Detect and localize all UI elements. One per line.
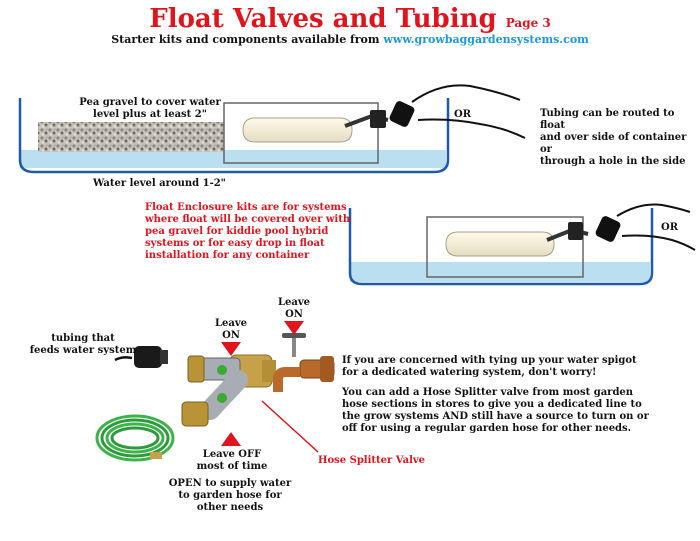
arrow-down-icon [284,321,304,335]
gravel-label: Pea gravel to cover water level plus at … [60,97,240,121]
gravel-label-line: Pea gravel to cover water [79,97,221,108]
paragraph-line: off for using a regular garden hose for … [342,423,632,434]
hose-splitter-icon [181,354,276,427]
tubing-icon [621,234,696,251]
tubing-note-line: and over side of container or [540,132,687,155]
tubing-note-line: Tubing can be routed to float [540,108,675,131]
or-label: OR [454,109,472,120]
or-label-2: OR [661,222,679,233]
open-line: OPEN to supply water [168,478,292,489]
arrow-up-icon [221,432,241,446]
leave-on-line: ON [222,330,240,341]
leave-on-label-2: Leave ON [269,297,319,321]
paragraph-line: You can add a Hose Splitter valve from m… [342,387,634,398]
open-line: to garden hose for [178,490,282,501]
float-enclosure-2 [426,216,584,278]
connector-icon [389,101,415,127]
page-number: Page 3 [505,16,551,30]
subtitle: Starter kits and components available fr… [0,33,700,46]
hose-splitter-label: Hose Splitter Valve [318,455,426,466]
subtitle-text: Starter kits and components available fr… [111,33,380,46]
float-valve-icon [242,110,389,143]
connector-icon [595,216,621,242]
spigot-icon [273,333,335,392]
tubing-label-line: tubing that [51,333,115,344]
spigot-paragraph: If you are concerned with tying up your … [342,355,692,435]
paragraph-line: for a dedicated watering system, don't w… [342,367,597,378]
tubing-feeds-label: tubing that feeds water system [28,333,138,357]
tubing-icon [417,118,526,139]
float-note-line: Float Enclosure kits are for systems [145,202,347,213]
open-supply-label: OPEN to supply water to garden hose for … [160,478,300,514]
tubing-label-line: feeds water system [29,345,137,356]
open-line: other needs [196,502,264,513]
website-link[interactable]: www.growbaggardensystems.com [383,33,589,46]
gravel-label-line: level plus at least 2" [93,109,207,120]
float-note-line: installation for any container [145,250,310,261]
float-note-line: systems or for easy drop in float [145,238,325,249]
garden-hose-icon [95,414,175,462]
paragraph-line: If you are concerned with tying up your … [342,355,637,366]
float-note-line: pea gravel for kiddie pool hybrid [145,226,329,237]
pea-gravel [38,122,224,152]
connector-icon [134,346,168,368]
float-valve-icon [445,222,589,257]
tubing-note-line: through a hole in the side [540,156,686,167]
tubing-icon [114,356,133,362]
water-level-label: Water level around 1-2" [93,178,226,189]
leave-on-line: ON [285,309,303,320]
float-enclosure-note: Float Enclosure kits are for systems whe… [145,202,355,262]
tubing-icon [411,84,521,103]
leave-on-line: Leave [214,318,248,329]
leave-on-line: Leave [277,297,311,308]
page-title: Float Valves and Tubing Page 3 [0,4,700,38]
float-note-line: where float will be covered over with [145,214,351,225]
paragraph-line: the grow systems AND still have a source… [342,411,649,422]
float-enclosure-1 [223,102,379,164]
leave-off-label: Leave OFF most of time [180,449,284,473]
tubing-note: Tubing can be routed to float and over s… [540,108,700,168]
splitter-pointer [261,400,319,453]
tubing-icon [616,203,691,217]
arrow-down-icon [221,342,241,356]
leave-on-label-1: Leave ON [206,318,256,342]
paragraph-line: hose sections in stores to give you a de… [342,399,642,410]
leave-off-line: most of time [196,461,268,472]
leave-off-line: Leave OFF [202,449,262,460]
title-text: Float Valves and Tubing [149,4,497,34]
